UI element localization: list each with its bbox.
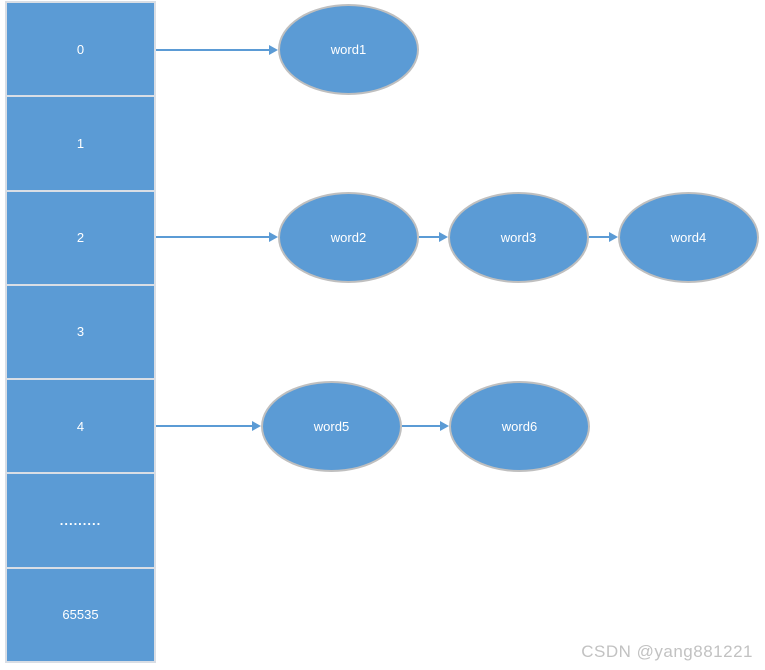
bucket-cell-3: 3 (7, 285, 154, 381)
bucket-cell-1: 1 (7, 97, 154, 192)
bucket-cell-4: 4 (7, 380, 154, 475)
bucket-label-2: 2 (76, 230, 85, 246)
node-word1-label: word1 (330, 42, 367, 57)
arrow-word2-to-word3 (419, 232, 448, 242)
bucket-label-0: 0 (76, 41, 85, 57)
arrow-bucket2-to-word2 (156, 232, 278, 242)
node-word3: word3 (448, 192, 589, 283)
bucket-label-3: 3 (76, 324, 85, 340)
watermark: CSDN @yang881221 (581, 642, 753, 661)
bucket-label-1: 1 (76, 135, 85, 151)
node-word3-label: word3 (500, 230, 537, 245)
arrow-word3-to-word4 (589, 232, 618, 242)
bucket-cell-65535: 65535 (7, 568, 154, 661)
node-word5: word5 (261, 381, 402, 472)
bucket-label-4: 4 (76, 418, 85, 434)
node-word6: word6 (449, 381, 590, 472)
bucket-cell-0: 0 (7, 3, 154, 98)
node-word4-label: word4 (670, 230, 707, 245)
node-word2: word2 (278, 192, 419, 283)
node-word4: word4 (618, 192, 759, 283)
node-word2-label: word2 (330, 230, 367, 245)
bucket-cell-2: 2 (7, 191, 154, 286)
bucket-cell-ellipsis: ......... (7, 474, 154, 569)
arrow-word5-to-word6 (402, 421, 449, 431)
bucket-label-65535: 65535 (62, 607, 99, 623)
node-word5-label: word5 (313, 419, 350, 434)
node-word1: word1 (278, 4, 419, 95)
node-word6-label: word6 (501, 419, 538, 434)
arrow-bucket0-to-word1 (156, 45, 278, 55)
hash-bucket-table: 0 1 2 3 4 ......... 65535 (5, 1, 156, 663)
bucket-label-ellipsis: ......... (59, 513, 102, 529)
arrow-bucket4-to-word5 (156, 421, 261, 431)
